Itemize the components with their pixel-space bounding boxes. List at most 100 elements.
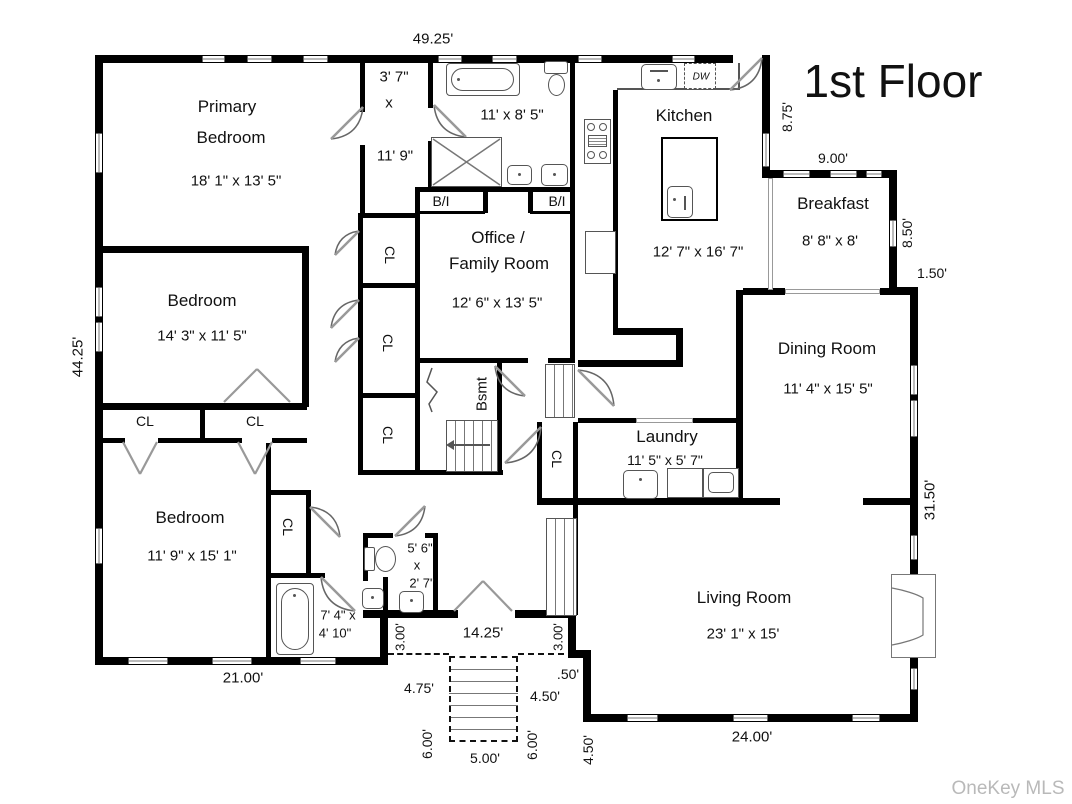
faucet <box>684 196 686 210</box>
dim-steps-width: 5.00' <box>470 750 500 766</box>
faucet <box>650 70 668 72</box>
room-living-name: Living Room <box>696 588 792 607</box>
dim-living-west: 4.50' <box>580 735 596 765</box>
window <box>202 56 225 62</box>
window <box>438 56 462 62</box>
window <box>96 133 102 173</box>
dishwasher-icon: DW <box>684 63 716 89</box>
wall <box>497 363 502 470</box>
room-bedroommid-dims: 14' 3" x 11' 5" <box>157 327 247 345</box>
room-primary-dims: 18' 1" x 13' 5" <box>190 172 282 190</box>
room-kitchen-dims: 12' 7" x 16' 7" <box>652 243 744 261</box>
dim-breakfast-north: 9.00' <box>818 150 848 166</box>
dim-bottom-left: 21.00' <box>222 669 264 687</box>
dim-left: 44.25' <box>69 336 87 378</box>
window <box>672 56 695 62</box>
wall <box>573 422 578 505</box>
dim-entry-right: 3.00' <box>550 623 566 651</box>
burner <box>599 151 607 159</box>
window <box>763 133 769 167</box>
wall <box>762 55 770 178</box>
stove-center <box>588 135 607 147</box>
door-swing <box>394 505 426 537</box>
sink-drain <box>553 173 556 176</box>
sink-drain <box>410 599 413 602</box>
burner <box>587 123 595 131</box>
wall <box>200 403 205 443</box>
door-swing <box>577 369 615 407</box>
stairs-strip <box>546 518 577 616</box>
wall <box>360 63 365 112</box>
closet-label: CL <box>382 246 398 264</box>
window <box>911 365 917 395</box>
wall <box>578 418 636 423</box>
wall <box>360 145 365 215</box>
wall <box>272 438 307 443</box>
wall <box>578 360 683 367</box>
window <box>866 171 882 177</box>
cased-opening <box>636 418 693 423</box>
wall <box>743 288 785 295</box>
room-laundry-name: Laundry <box>636 427 698 446</box>
dryer-door <box>708 472 734 493</box>
door-swing <box>334 230 360 256</box>
door-swing <box>320 576 356 612</box>
dim-porch-right: 4.50' <box>530 688 560 704</box>
sink-drain <box>673 198 676 201</box>
room-bedroomlower-dims: 11' 9" x 15' 1" <box>147 547 237 565</box>
closet-label: CL <box>246 413 264 429</box>
wall <box>880 288 917 295</box>
wall <box>103 246 309 253</box>
burner <box>587 151 595 159</box>
door-swing <box>309 506 341 538</box>
room-office-name2: Family Room <box>448 254 550 273</box>
window <box>492 56 517 62</box>
wall <box>158 438 242 443</box>
wall <box>415 358 528 363</box>
dim-kitchen-east: 8.75' <box>779 102 795 132</box>
sink-drain <box>371 596 374 599</box>
wall <box>762 170 897 178</box>
wall <box>863 498 918 505</box>
room-breakfast-name: Breakfast <box>797 194 869 213</box>
double-door-swing <box>453 580 513 612</box>
shower-x <box>432 138 501 186</box>
window <box>300 658 336 664</box>
room-bedroommid-name: Bedroom <box>167 291 237 310</box>
window <box>303 56 328 62</box>
window <box>911 668 917 690</box>
wall <box>537 498 780 505</box>
wall <box>570 63 575 363</box>
door-swing <box>330 299 360 329</box>
wall <box>428 63 433 108</box>
door-swing <box>729 57 763 91</box>
room-living-dims: 23' 1" x 15' <box>706 625 780 643</box>
basement-stairs <box>446 420 498 472</box>
stair-arrow <box>452 444 490 446</box>
refrigerator-icon <box>585 231 616 274</box>
wall <box>358 213 420 218</box>
wall <box>270 573 325 578</box>
window <box>578 56 602 62</box>
closet-label: CL <box>280 518 296 536</box>
door-swing <box>504 426 542 464</box>
room-laundry-dims: 11' 5" x 5' 7" <box>627 452 703 468</box>
bathtub-inner <box>281 588 309 650</box>
window <box>128 658 168 664</box>
room-dining-name: Dining Room <box>777 339 877 358</box>
dim-steps-right: 6.00' <box>524 730 540 760</box>
tub-drain <box>457 78 460 81</box>
double-door-swing <box>223 368 291 403</box>
room-bedroomlower-name: Bedroom <box>155 508 225 527</box>
window <box>96 528 102 564</box>
porch-edge-dashed <box>388 653 449 655</box>
closet-label: CL <box>380 334 396 352</box>
window <box>212 658 252 664</box>
wall <box>693 418 743 423</box>
wall <box>415 187 575 192</box>
cased-opening <box>768 178 773 290</box>
window <box>852 715 880 721</box>
counter-edge <box>738 62 740 90</box>
wall <box>306 490 311 575</box>
wall <box>568 613 576 658</box>
